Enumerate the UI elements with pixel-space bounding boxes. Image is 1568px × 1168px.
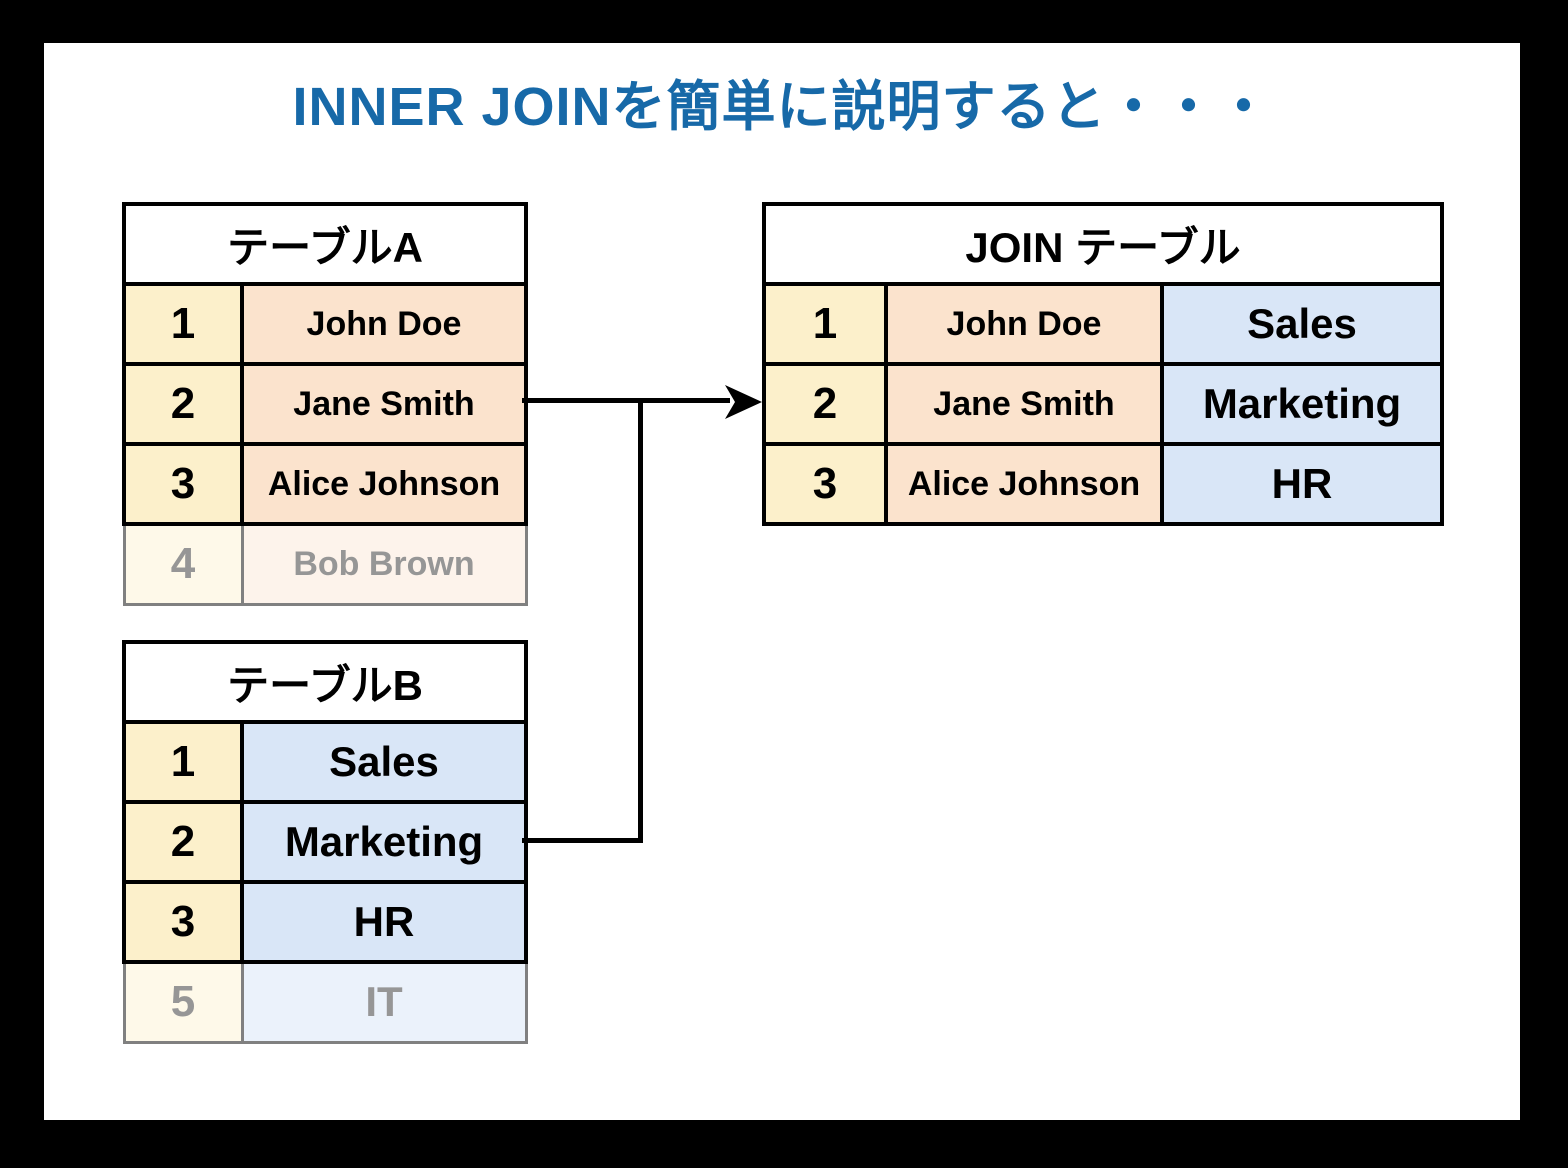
table-a-row3-id: 3 — [122, 442, 244, 526]
table-row: 1 Sales — [122, 720, 528, 804]
page-title: INNER JOINを簡単に説明すると・・・ — [292, 77, 1272, 137]
join-table-title: JOIN テーブル — [762, 202, 1444, 286]
table-a-row4-name: Bob Brown — [240, 522, 528, 606]
table-a: テーブルA 1 John Doe 2 Jane Smith 3 Alice Jo… — [122, 202, 528, 606]
join-row1-dept: Sales — [1160, 282, 1444, 366]
table-row-excluded: 5 IT — [122, 960, 528, 1044]
table-b: テーブルB 1 Sales 2 Marketing 3 HR 5 IT — [122, 640, 528, 1044]
table-a-row1-id: 1 — [122, 282, 244, 366]
table-row: 2 Marketing — [122, 800, 528, 884]
join-table-header-row: JOIN テーブル — [762, 202, 1444, 286]
table-b-row1-dept: Sales — [240, 720, 528, 804]
connector-line-table-a — [522, 398, 730, 403]
table-b-row4-id: 5 — [122, 960, 244, 1044]
table-b-title: テーブルB — [122, 640, 528, 724]
join-row2-dept: Marketing — [1160, 362, 1444, 446]
table-row: 1 John Doe — [122, 282, 528, 366]
join-row3-id: 3 — [762, 442, 888, 526]
arrowhead-icon — [725, 385, 762, 419]
table-row: 1 John Doe Sales — [762, 282, 1444, 366]
table-b-row3-id: 3 — [122, 880, 244, 964]
table-a-row4-id: 4 — [122, 522, 244, 606]
table-row: 3 HR — [122, 880, 528, 964]
connector-line-table-b — [522, 838, 643, 843]
table-a-row3-name: Alice Johnson — [240, 442, 528, 526]
table-row: 3 Alice Johnson — [122, 442, 528, 526]
table-a-header-row: テーブルA — [122, 202, 528, 286]
table-b-row2-id: 2 — [122, 800, 244, 884]
join-row3-name: Alice Johnson — [884, 442, 1164, 526]
table-row: 3 Alice Johnson HR — [762, 442, 1444, 526]
join-table: JOIN テーブル 1 John Doe Sales 2 Jane Smith … — [762, 202, 1444, 526]
table-b-header-row: テーブルB — [122, 640, 528, 724]
table-a-row2-name: Jane Smith — [240, 362, 528, 446]
table-b-row1-id: 1 — [122, 720, 244, 804]
table-a-row1-name: John Doe — [240, 282, 528, 366]
table-b-row2-dept: Marketing — [240, 800, 528, 884]
join-row2-name: Jane Smith — [884, 362, 1164, 446]
table-a-row2-id: 2 — [122, 362, 244, 446]
table-b-row3-dept: HR — [240, 880, 528, 964]
table-a-title: テーブルA — [122, 202, 528, 286]
join-row1-id: 1 — [762, 282, 888, 366]
table-row-excluded: 4 Bob Brown — [122, 522, 528, 606]
table-row: 2 Jane Smith Marketing — [762, 362, 1444, 446]
table-row: 2 Jane Smith — [122, 362, 528, 446]
join-row1-name: John Doe — [884, 282, 1164, 366]
join-row3-dept: HR — [1160, 442, 1444, 526]
table-b-row4-dept: IT — [240, 960, 528, 1044]
connector-line-vertical — [638, 398, 643, 843]
join-row2-id: 2 — [762, 362, 888, 446]
